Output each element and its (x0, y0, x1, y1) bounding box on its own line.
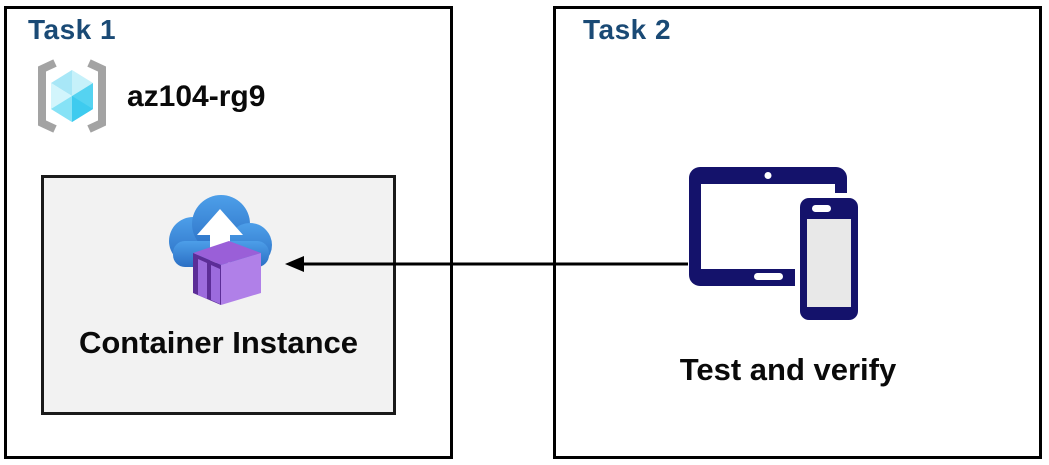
task2-title: Task 2 (583, 14, 672, 45)
container-box-glyph (193, 241, 261, 305)
tablet-phone-devices-icon (689, 167, 863, 325)
container-instance-icon (169, 195, 272, 305)
resource-group-name: az104-rg9 (127, 80, 266, 113)
test-and-verify-label: Test and verify (679, 352, 897, 387)
resource-group-icon (38, 59, 106, 133)
container-instance-label: Container Instance (78, 325, 359, 360)
arrow-left-icon (285, 256, 688, 272)
phone-glyph (795, 193, 863, 325)
task1-title: Task 1 (28, 14, 117, 45)
